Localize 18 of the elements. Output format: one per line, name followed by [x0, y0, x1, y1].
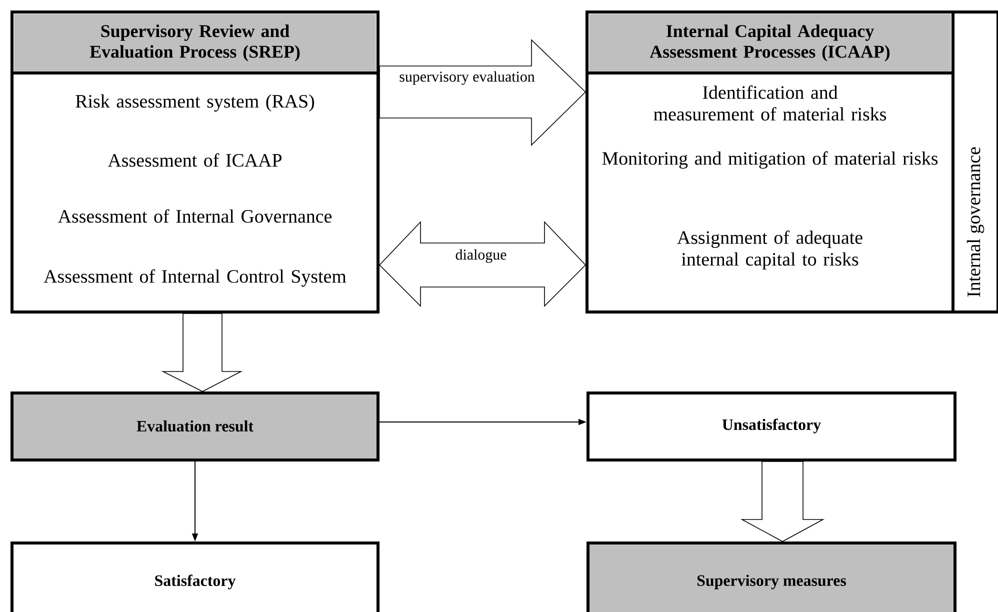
panel-heading: Supervisory Review and Evaluation Process (SREP)	[90, 24, 300, 62]
band-label: Internal governance	[966, 147, 984, 297]
panel-heading: Internal Capital Adequacy Assessment Processes (ICAAP)	[650, 24, 890, 62]
list-item: Assessment of ICAAP	[108, 153, 282, 167]
block-arrow	[161, 313, 243, 392]
list-item: Assignment of adequate internal capital to risks	[677, 230, 862, 270]
list-item: Risk assessment system (RAS)	[76, 94, 314, 112]
box-label: Satisfactory	[155, 574, 236, 590]
box-label: Unsatisfactory	[722, 418, 821, 434]
list-item: Assessment of Internal Control System	[44, 269, 346, 287]
box-label: Supervisory measures	[697, 574, 846, 590]
edge-label: dialogue	[454, 248, 508, 264]
block-arrow	[740, 461, 825, 542]
edge-label: supervisory evaluation	[398, 70, 536, 86]
list-item: Identification and measurement of material risks	[654, 85, 886, 121]
list-item: Monitoring and mitigation of material risks	[602, 151, 938, 169]
box-label: Evaluation result	[136, 420, 254, 432]
list-item: Assessment of Internal Governance	[58, 209, 332, 223]
